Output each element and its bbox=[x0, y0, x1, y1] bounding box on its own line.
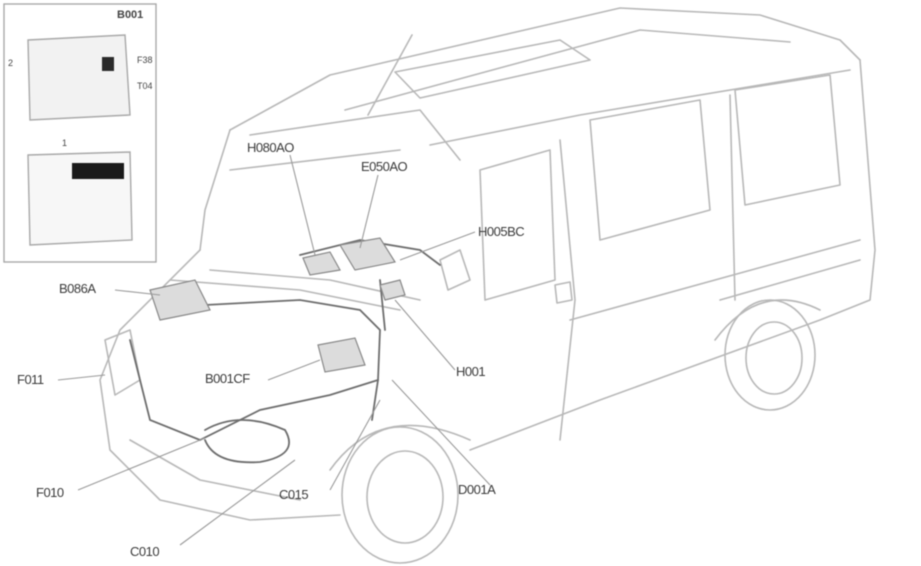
callout-f010: F010 bbox=[36, 485, 64, 500]
callout-c015: C015 bbox=[279, 487, 309, 502]
callout-f011: F011 bbox=[17, 372, 44, 387]
callout-b001cf: B001CF bbox=[205, 371, 250, 386]
callout-e050ao: E050AO bbox=[361, 159, 408, 174]
callout-d001a: D001A bbox=[458, 482, 496, 497]
inset-connector-label: 1 bbox=[62, 138, 68, 148]
inset-left-label: 2 bbox=[8, 58, 14, 68]
callout-h080ao: H080AO bbox=[247, 140, 294, 155]
callout-h005bc: H005BC bbox=[478, 224, 525, 239]
callout-c010: C010 bbox=[130, 544, 160, 559]
callout-b086a: B086A bbox=[59, 281, 96, 296]
inset-title: B001 bbox=[117, 9, 144, 21]
inset-pin-label: T04 bbox=[137, 81, 153, 91]
inset-pin-label: F38 bbox=[137, 55, 153, 65]
callout-h001: H001 bbox=[456, 364, 486, 379]
